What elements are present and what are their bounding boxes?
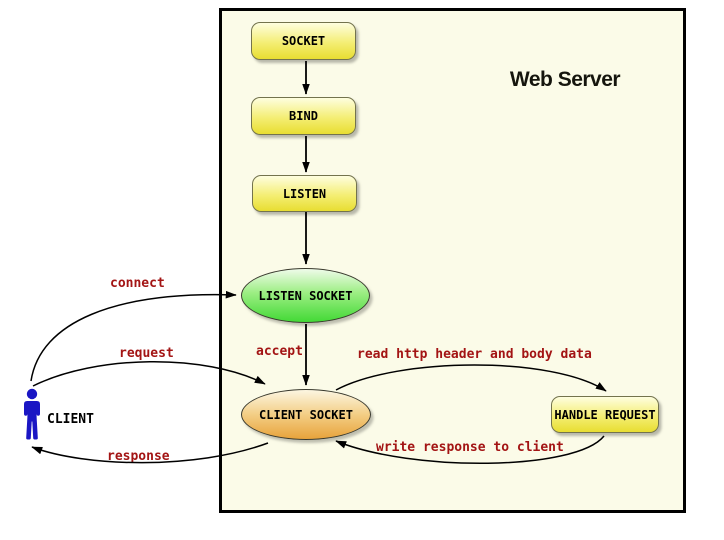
node-handle-request-label: HANDLE REQUEST [554, 407, 656, 422]
edge-label-connect: connect [110, 276, 165, 291]
node-listen: LISTEN [252, 175, 357, 212]
edge-label-response: response [107, 449, 170, 464]
client-person-icon [24, 388, 40, 440]
edge-label-read-http: read http header and body data [357, 347, 592, 362]
arrow-connect [30, 290, 237, 382]
client-person-shape [24, 388, 40, 440]
person-body [24, 401, 40, 440]
person-head [26, 388, 38, 400]
node-client-socket: CLIENT SOCKET [241, 389, 371, 440]
edge-label-write-response: write response to client [376, 440, 564, 455]
diagram-title: Web Server [509, 68, 621, 91]
node-bind-label: BIND [289, 109, 318, 123]
node-handle-request: HANDLE REQUEST [551, 396, 659, 433]
node-listen-socket-label: LISTEN SOCKET [258, 288, 353, 303]
node-socket: SOCKET [251, 22, 356, 60]
edge-label-request: request [119, 346, 174, 361]
edge-label-accept: accept [256, 344, 303, 359]
client-actor-label: CLIENT [47, 412, 94, 427]
node-socket-label: SOCKET [281, 34, 326, 48]
node-client-socket-label: CLIENT SOCKET [259, 407, 353, 422]
node-listen-label: LISTEN [282, 186, 327, 201]
node-listen-socket: LISTEN SOCKET [241, 268, 370, 323]
node-bind: BIND [251, 97, 356, 135]
